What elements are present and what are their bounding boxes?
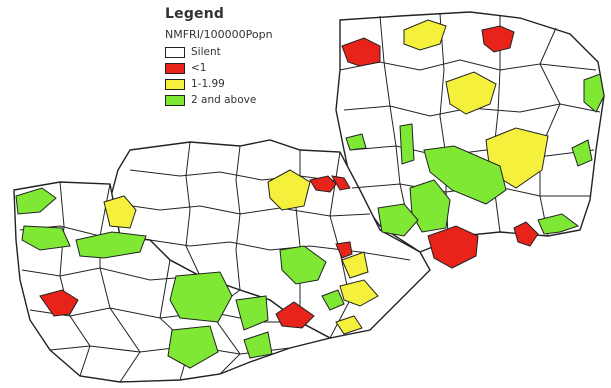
district-high — [243, 331, 273, 359]
legend-label-high: 2 and above — [191, 94, 257, 106]
district-low — [341, 37, 381, 67]
district-high — [537, 213, 580, 235]
legend-swatch-high — [165, 94, 185, 106]
district-high — [75, 231, 147, 259]
district-outline — [335, 11, 605, 253]
district-high — [399, 123, 415, 165]
district-mid — [403, 19, 447, 51]
legend-label-mid: 1-1.99 — [191, 78, 225, 90]
district-high — [167, 325, 219, 369]
legend: Legend NMFRI/100000Popn Silent <1 1-1.99… — [165, 6, 345, 108]
legend-swatch-silent — [165, 46, 185, 58]
district-high — [345, 133, 367, 151]
district-mid — [341, 251, 369, 279]
district-high — [423, 145, 507, 205]
legend-title: Legend — [165, 6, 225, 22]
legend-item-mid: 1-1.99 — [165, 76, 345, 92]
district-high — [21, 225, 71, 251]
district-low — [335, 241, 353, 259]
district-high — [583, 73, 605, 113]
legend-subtitle: NMFRI/100000Popn — [165, 28, 273, 41]
legend-swatch-low — [165, 62, 185, 74]
district-low — [427, 225, 479, 269]
legend-item-low: <1 — [165, 60, 345, 76]
district-low — [309, 175, 337, 193]
district-low — [513, 221, 539, 247]
district-mid — [335, 315, 363, 335]
district-high — [279, 245, 327, 285]
district-low — [331, 175, 351, 191]
legend-swatch-mid — [165, 78, 185, 90]
district-high — [15, 187, 57, 215]
district-low — [39, 289, 79, 317]
legend-item-high: 2 and above — [165, 92, 345, 108]
district-mid — [103, 195, 137, 229]
district-high — [235, 295, 269, 331]
district-high — [321, 289, 345, 311]
district-low — [275, 301, 315, 329]
legend-item-silent: Silent — [165, 44, 345, 60]
district-mid — [267, 169, 311, 211]
legend-label-silent: Silent — [191, 46, 221, 58]
district-high — [571, 139, 593, 167]
district-high — [377, 203, 419, 237]
district-low — [481, 25, 515, 53]
district-mid — [445, 71, 497, 115]
legend-label-low: <1 — [191, 62, 207, 74]
district-high — [169, 271, 233, 323]
district-mid — [339, 279, 379, 307]
